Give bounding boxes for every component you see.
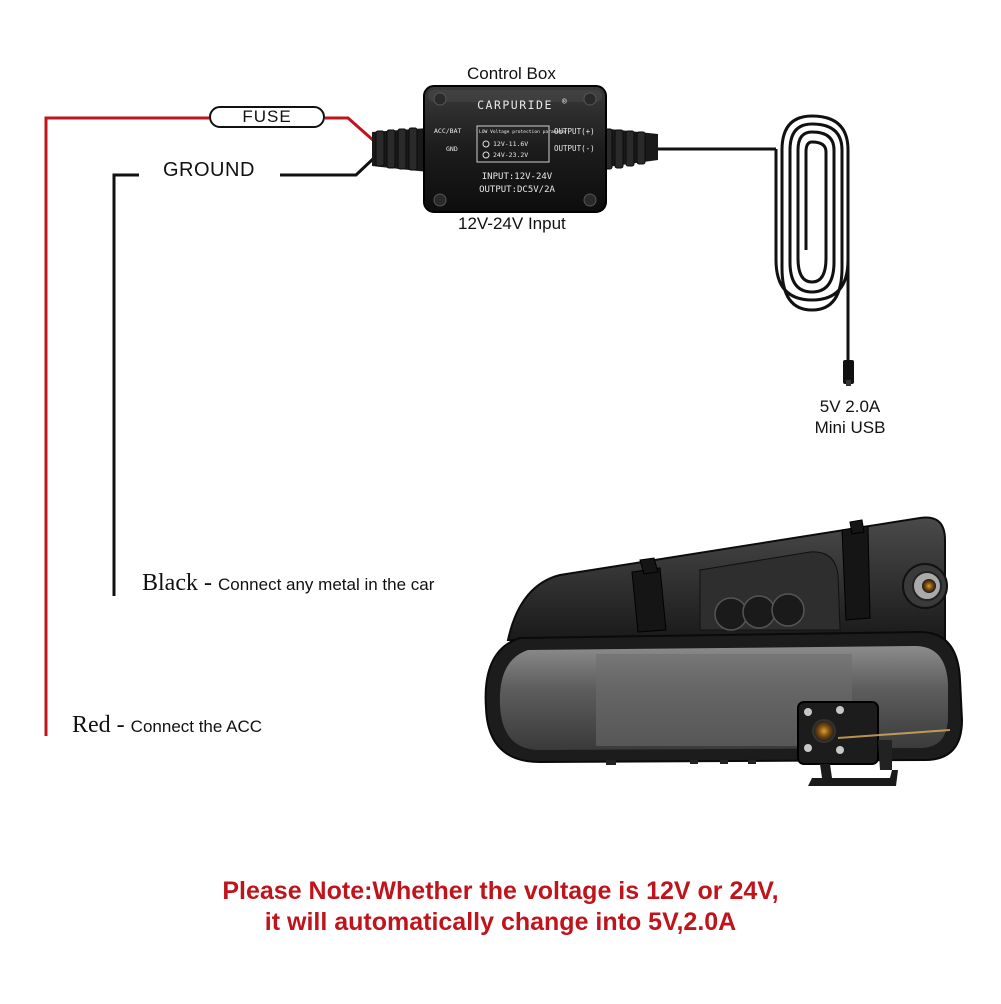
ground-label: GROUND (163, 159, 255, 181)
red-wire (44, 116, 209, 736)
legend-separator: - (197, 570, 218, 596)
red-wire-description: Connect the ACC (130, 717, 263, 736)
black-wire-name: Black (142, 570, 198, 596)
black-wire-legend: Black - Connect any metal in the car (142, 570, 434, 597)
usb-output-label: 5V 2.0A Mini USB (805, 396, 895, 438)
panel-header: LOW Voltage protection parameter (479, 129, 568, 135)
input-spec: INPUT:12V-24V (482, 172, 553, 182)
output-terminal-label: OUTPUT(+) (554, 127, 595, 136)
control-box-title: Control Box (467, 64, 556, 83)
usb-output-spec: 5V 2.0A (819, 397, 881, 416)
voltage-note: Please Note:Whether the voltage is 12V o… (0, 876, 1001, 938)
indicator-circle-icon (482, 140, 490, 148)
input-terminal-label: GND (446, 145, 458, 153)
mirror-dashcam-image (484, 516, 964, 786)
registered-mark: ® (562, 97, 567, 106)
black-wire-to-box (280, 156, 376, 177)
input-voltage-caption: 12V-24V Input (458, 214, 566, 233)
voltage-note-line-2: it will automatically change into 5V,2.0… (264, 908, 737, 936)
protection-value: 12V-11.6V (493, 140, 528, 148)
output-spec: OUTPUT:DC5V/2A (479, 185, 555, 195)
indicator-circle-icon (482, 151, 490, 159)
fuse-label: FUSE (209, 106, 325, 128)
black-wire (112, 173, 139, 596)
screw-icon (433, 92, 597, 207)
red-wire-legend: Red - Connect the ACC (72, 712, 262, 739)
backup-camera-image (797, 701, 951, 786)
legend-separator: - (110, 712, 131, 738)
mini-usb-plug-icon (843, 360, 854, 384)
black-wire-description: Connect any metal in the car (217, 575, 435, 594)
input-terminal-label: ACC/BAT (434, 127, 461, 135)
red-wire-to-box (325, 116, 375, 143)
output-terminal-label: OUTPUT(-) (554, 144, 595, 153)
usb-cable-coil (774, 114, 850, 312)
protection-value: 24V-23.2V (493, 151, 528, 159)
red-wire-name: Red (72, 712, 111, 738)
voltage-note-line-1: Please Note:Whether the voltage is 12V o… (222, 877, 779, 905)
control-box-body (423, 85, 607, 213)
usb-connector-type: Mini USB (814, 418, 886, 437)
brand-label: CARPURIDE (477, 98, 553, 112)
